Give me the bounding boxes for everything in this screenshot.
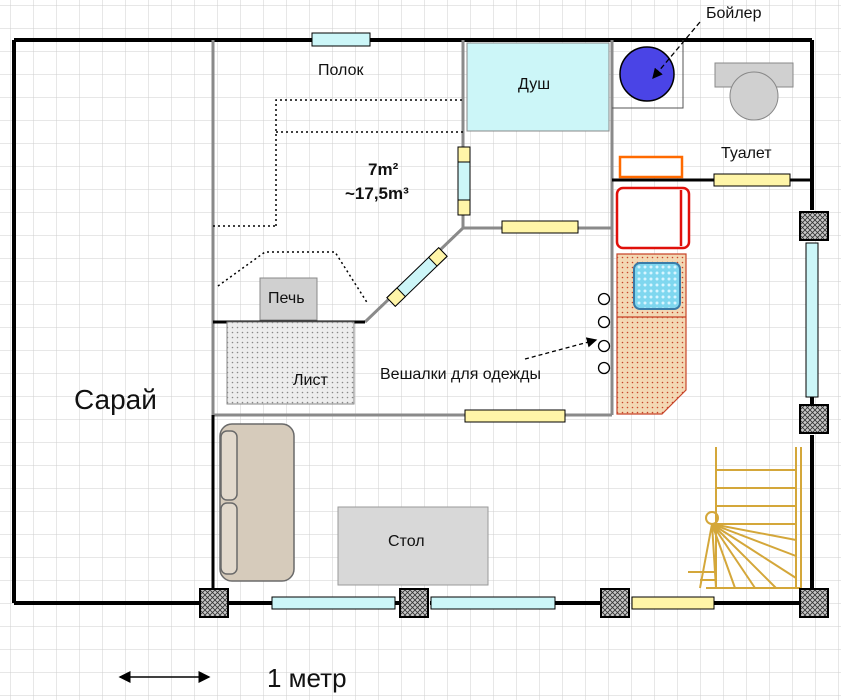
windows <box>271 32 819 610</box>
table <box>337 506 489 586</box>
shower-label: Душ <box>518 76 551 93</box>
kitchen-shelf <box>618 155 684 179</box>
doors <box>386 146 791 610</box>
sofa-icon <box>219 423 295 582</box>
stove-label: Печь <box>268 290 305 307</box>
toilet-icon <box>714 62 794 121</box>
scale-label: 1 метр <box>267 663 347 693</box>
stairs-icon <box>688 447 802 589</box>
boiler-label: Бойлер <box>706 5 762 22</box>
shelf-label: Полок <box>318 62 364 79</box>
shed-label: Сарай <box>74 384 157 415</box>
hangers-arrow <box>524 337 598 360</box>
pillars <box>199 211 829 618</box>
stove <box>259 277 318 321</box>
area-label: 7m² <box>368 160 399 179</box>
shower-area <box>466 42 610 132</box>
table-label: Стол <box>388 533 425 550</box>
shelf-outline <box>213 99 463 305</box>
hangers-label: Вешалки для одежды <box>380 366 541 383</box>
boiler-icon <box>612 40 684 109</box>
hanger-hooks <box>597 292 611 375</box>
boiler-arrow <box>652 21 701 79</box>
sink-icon <box>633 262 681 310</box>
metal-sheet <box>226 321 355 405</box>
sheet-label: Лист <box>293 372 328 389</box>
fridge-icon <box>615 186 691 250</box>
toilet-label: Туалет <box>721 145 772 162</box>
volume-label: ~17,5m³ <box>345 184 409 203</box>
